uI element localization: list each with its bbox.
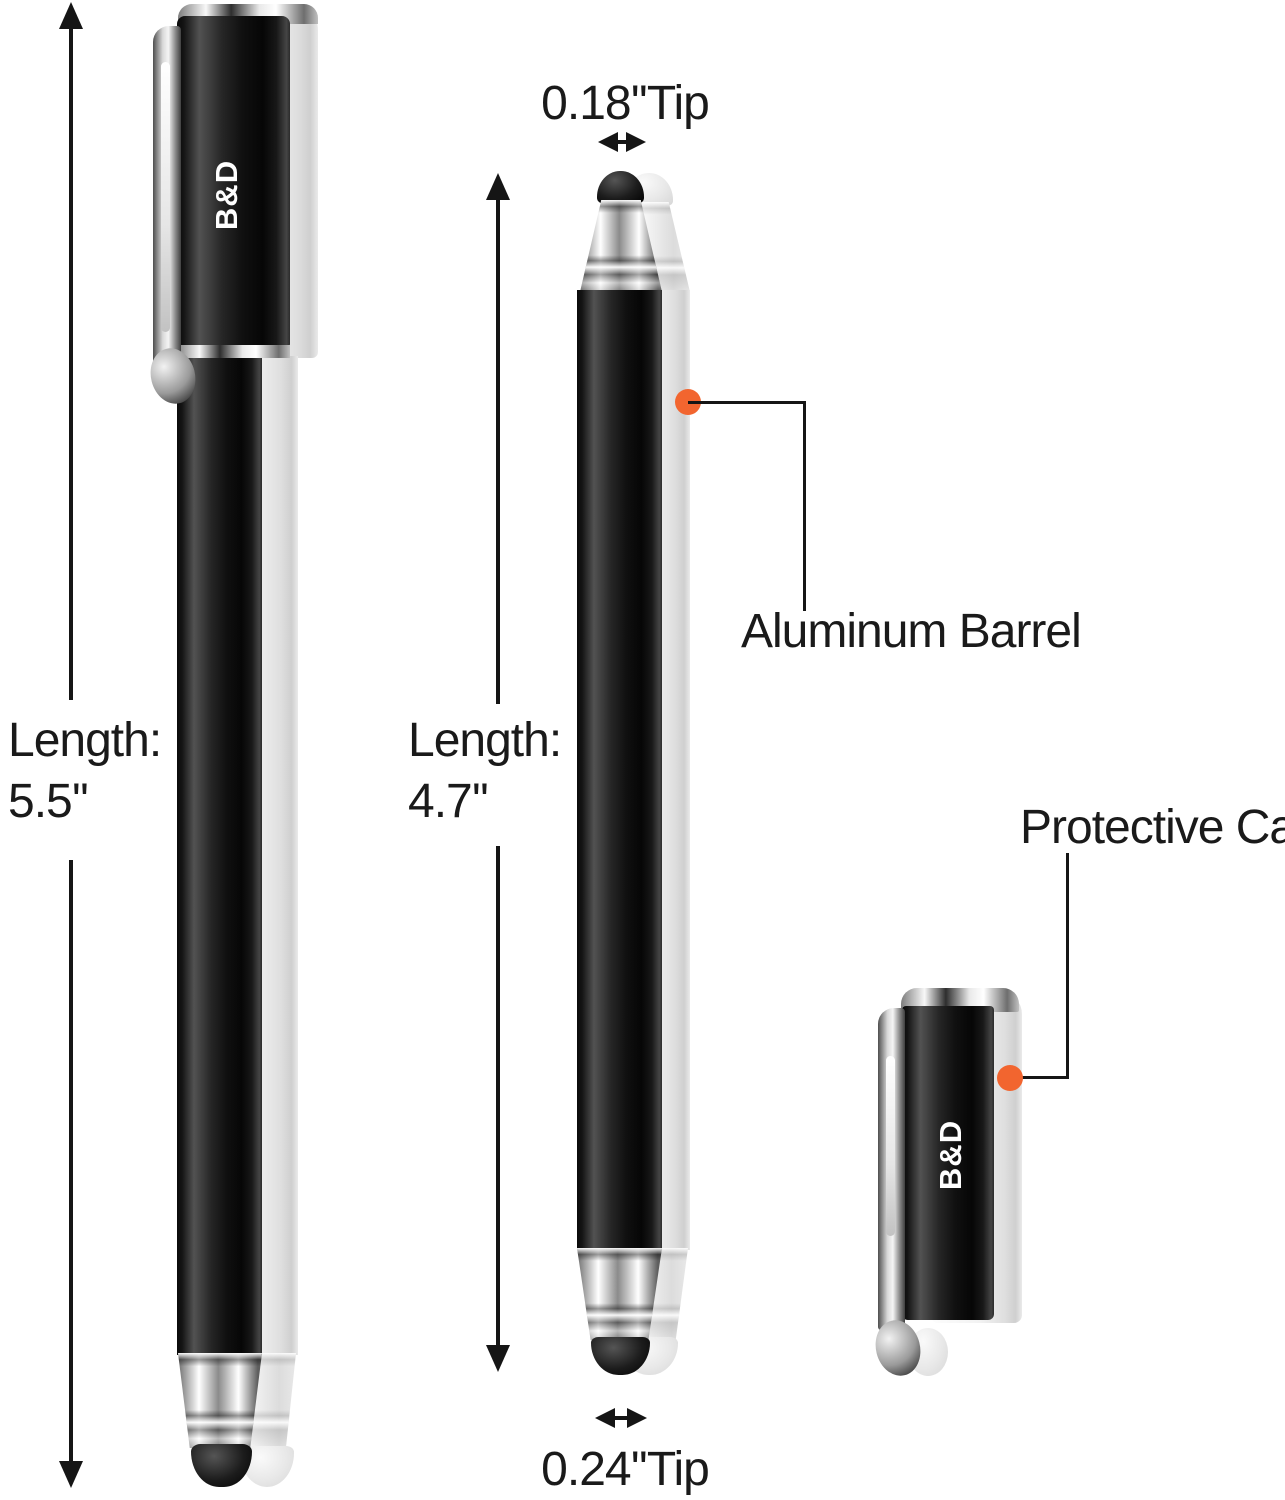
- tip-top-arrow-left-icon: [598, 132, 618, 152]
- tip-top-label: 0.18''Tip: [541, 77, 710, 130]
- protective-cap-leader-h: [1010, 1076, 1069, 1079]
- length-uncapped-arrow-up-icon: [486, 173, 510, 200]
- tip-top-arrow-right-icon: [626, 132, 646, 152]
- length-label-uncapped-line1: Length:: [408, 714, 562, 767]
- cap-body: [177, 16, 290, 346]
- cap-body-right: [902, 1006, 994, 1320]
- pen-rubber-tip: [191, 1444, 252, 1487]
- stylus-top-rubber-tip: [597, 171, 644, 204]
- brand-logo-pen: B&D: [204, 150, 250, 240]
- tip-bottom-arrow-left-icon: [595, 1408, 615, 1428]
- tip-bottom-arrow-line: [611, 1416, 631, 1420]
- aluminum-barrel-label: Aluminum Barrel: [741, 605, 1082, 658]
- length-capped-arrow-down-icon: [59, 1461, 83, 1488]
- length-label-uncapped: Length: 4.7'': [408, 710, 562, 832]
- protective-cap-label: Protective Cap: [1020, 801, 1285, 854]
- pen-clip-slot: [161, 62, 170, 332]
- pen-bottom-ferrule: [178, 1353, 262, 1448]
- pen-barrel: [177, 358, 262, 1355]
- length-label-capped-line2: 5.5'': [8, 775, 89, 828]
- stylus-barrel: [577, 290, 662, 1248]
- length-label-capped: Length: 5.5'': [8, 710, 162, 832]
- length-uncapped-arrow-line-top: [496, 196, 500, 704]
- length-capped-arrow-line-bottom: [69, 860, 73, 1462]
- brand-logo-pen-text: B&D: [209, 159, 245, 231]
- cap-clip-slot: [886, 1056, 895, 1236]
- tip-bottom-arrow-right-icon: [627, 1408, 647, 1428]
- length-label-uncapped-line2: 4.7'': [408, 775, 489, 828]
- aluminum-barrel-leader-h: [688, 401, 806, 404]
- length-uncapped-arrow-line-bottom: [496, 846, 500, 1346]
- stylus-bottom-ferrule: [577, 1248, 662, 1340]
- cap-ring: [177, 345, 290, 358]
- aluminum-barrel-leader-v: [803, 401, 806, 611]
- length-label-capped-line1: Length:: [8, 714, 162, 767]
- length-capped-arrow-line-top: [69, 24, 73, 700]
- brand-logo-cap-text: B&D: [933, 1119, 969, 1191]
- length-uncapped-arrow-down-icon: [486, 1345, 510, 1372]
- protective-cap-callout-dot: [997, 1065, 1023, 1091]
- protective-cap-leader-v: [1066, 853, 1069, 1079]
- tip-top-arrow-line: [614, 140, 630, 144]
- tip-bottom-label: 0.24''Tip: [541, 1443, 710, 1496]
- brand-logo-cap: B&D: [928, 1110, 974, 1200]
